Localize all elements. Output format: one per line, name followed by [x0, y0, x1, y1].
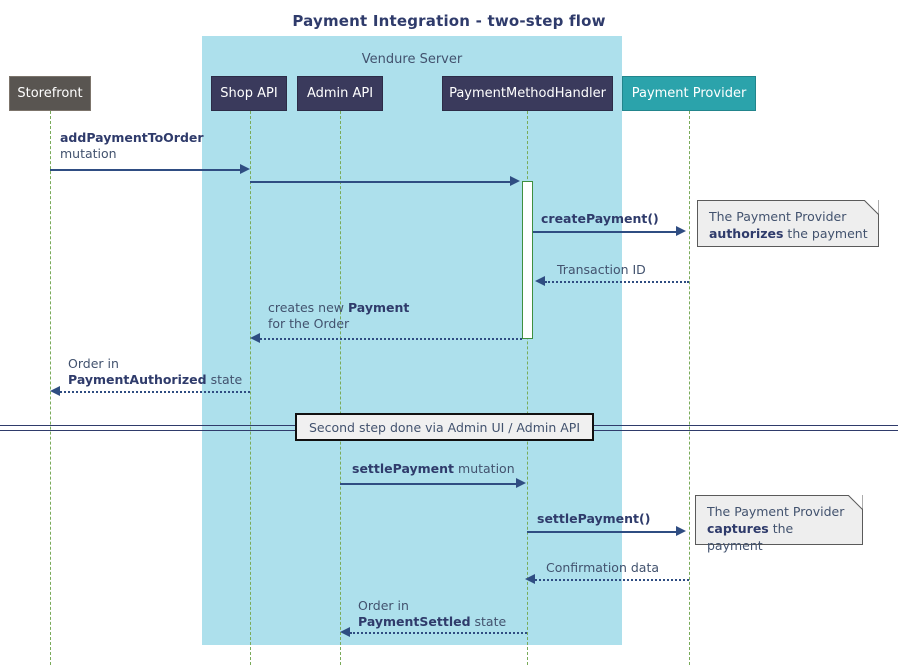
- participant-label: Payment Provider: [631, 86, 747, 101]
- activation-bar-payment-method-handler: [522, 181, 533, 339]
- message-text: Order in: [358, 598, 409, 613]
- arrow-head-right-icon: [240, 164, 250, 174]
- message-text: Transaction ID: [557, 262, 646, 277]
- note-rest-text: the payment: [707, 521, 794, 553]
- message-label-payment-settled: Order in PaymentSettled state: [358, 598, 506, 630]
- message-bold-text: createPayment(): [541, 211, 659, 226]
- message-arrow-transaction-id: [545, 281, 689, 283]
- message-label-settle-payment-call: settlePayment(): [537, 511, 650, 527]
- message-label-transaction-id: Transaction ID: [557, 262, 646, 278]
- note-bold-text: captures: [707, 521, 769, 536]
- group-vendure-server: [202, 36, 622, 645]
- arrow-head-right-icon: [676, 226, 686, 236]
- participant-storefront[interactable]: Storefront: [9, 76, 91, 111]
- group-label: Vendure Server: [361, 52, 463, 67]
- arrow-head-left-icon: [250, 333, 260, 343]
- message-arrow-settle-payment-call: [527, 531, 677, 533]
- participant-admin-api[interactable]: Admin API: [297, 76, 383, 111]
- message-rest-text: mutation: [454, 461, 515, 476]
- message-label-creates-new-payment: creates new Payment for the Order: [268, 300, 409, 332]
- note-line-1: The Payment Provider: [709, 209, 847, 224]
- lifeline-shop-api: [250, 111, 251, 665]
- note-fold-corner-icon: [848, 495, 863, 510]
- message-arrow-shop-to-handler: [250, 181, 512, 183]
- message-rest-text: state: [206, 372, 243, 387]
- participant-label: Shop API: [220, 86, 278, 101]
- message-sub-text: mutation: [60, 146, 117, 161]
- message-bold-text: settlePayment(): [537, 511, 651, 526]
- message-arrow-create-payment: [533, 231, 677, 233]
- arrow-head-left-icon: [525, 574, 535, 584]
- message-label-settle-payment-mutation: settlePayment mutation: [352, 461, 515, 477]
- message-sub-text: for the Order: [268, 316, 350, 331]
- message-arrow-payment-authorized: [60, 391, 250, 393]
- arrow-head-right-icon: [516, 478, 526, 488]
- message-arrow-creates-new-payment: [260, 338, 522, 340]
- arrow-head-right-icon: [510, 176, 520, 186]
- note-line-1: The Payment Provider: [707, 504, 845, 519]
- message-arrow-confirmation-data: [535, 579, 689, 581]
- message-text: Confirmation data: [546, 560, 660, 575]
- arrow-head-left-icon: [535, 276, 545, 286]
- note-fold-corner-icon: [864, 200, 879, 215]
- arrow-head-left-icon: [340, 627, 350, 637]
- participant-label: PaymentMethodHandler: [449, 86, 606, 101]
- note-captures: The Payment Provider captures the paymen…: [695, 495, 863, 553]
- note-bold-text: authorizes: [709, 226, 784, 241]
- message-bold-text: PaymentSettled: [358, 614, 471, 629]
- message-arrow-settle-payment-mutation: [340, 483, 517, 485]
- message-bold-text: Payment: [347, 300, 410, 315]
- participant-label: Storefront: [17, 86, 83, 101]
- message-label-add-payment-to-order: addPaymentToOrder mutation: [60, 130, 204, 162]
- message-bold-text: settlePayment: [352, 461, 455, 476]
- note-authorizes: The Payment Provider authorizes the paym…: [697, 200, 879, 247]
- message-label-confirmation-data: Confirmation data: [546, 560, 659, 576]
- message-bold-text: addPaymentToOrder: [60, 130, 204, 145]
- divider-label: Second step done via Admin UI / Admin AP…: [308, 419, 581, 435]
- arrow-head-right-icon: [676, 526, 686, 536]
- message-bold-text: PaymentAuthorized: [68, 372, 207, 387]
- message-text: Order in: [68, 356, 119, 371]
- diagram-title: Payment Integration - two-step flow: [292, 12, 606, 30]
- message-arrow-payment-settled: [350, 632, 527, 634]
- arrow-head-left-icon: [50, 386, 60, 396]
- message-rest-text: state: [470, 614, 507, 629]
- message-arrow-add-payment-to-order: [50, 169, 242, 171]
- participant-shop-api[interactable]: Shop API: [211, 76, 287, 111]
- note-rest-text: the payment: [783, 226, 868, 241]
- participant-payment-method-handler[interactable]: PaymentMethodHandler: [442, 76, 613, 111]
- divider-label-box: Second step done via Admin UI / Admin AP…: [295, 413, 594, 441]
- participant-payment-provider[interactable]: Payment Provider: [622, 76, 756, 111]
- message-pre-text: creates new: [268, 300, 348, 315]
- message-label-create-payment: createPayment(): [541, 211, 659, 227]
- lifeline-payment-provider: [689, 111, 690, 665]
- participant-label: Admin API: [306, 86, 374, 101]
- message-label-payment-authorized: Order in PaymentAuthorized state: [68, 356, 242, 388]
- lifeline-payment-method-handler: [527, 111, 528, 665]
- lifeline-admin-api: [340, 111, 341, 665]
